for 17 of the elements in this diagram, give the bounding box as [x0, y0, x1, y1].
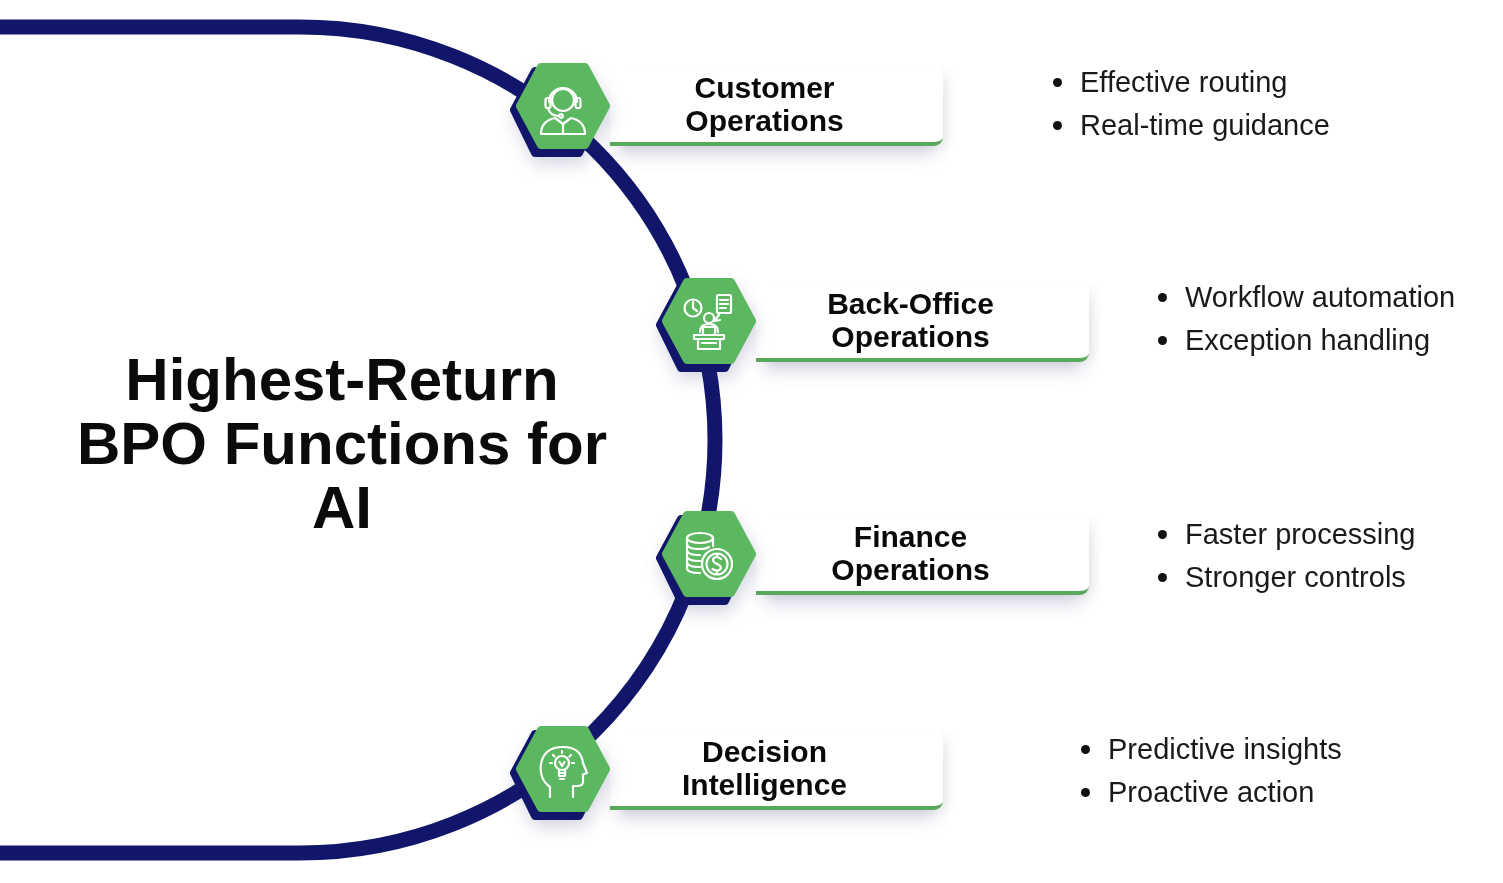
- function-card: [756, 514, 1089, 595]
- bullet-text: Real-time guidance: [1080, 108, 1330, 142]
- bullet-text: Stronger controls: [1185, 560, 1406, 594]
- bullet-text: Effective routing: [1080, 65, 1288, 99]
- bullet-text: Workflow automation: [1185, 280, 1456, 314]
- function-card: [610, 65, 943, 146]
- card-title: Back-Office Operations: [826, 286, 995, 353]
- bullet-text: Exception handling: [1185, 323, 1431, 357]
- function-card: [610, 729, 943, 810]
- bullet-text: Proactive action: [1108, 775, 1315, 809]
- card-title: Finance Operations: [830, 519, 991, 586]
- function-card: [756, 281, 1089, 362]
- bullet-text: Faster processing: [1185, 517, 1416, 551]
- card-title: Decision Intelligence: [680, 734, 848, 801]
- card-title: Customer Operations: [684, 70, 845, 137]
- bullet-text: Predictive insights: [1108, 732, 1342, 766]
- title: Highest-Return BPO Functions for AI: [76, 348, 608, 540]
